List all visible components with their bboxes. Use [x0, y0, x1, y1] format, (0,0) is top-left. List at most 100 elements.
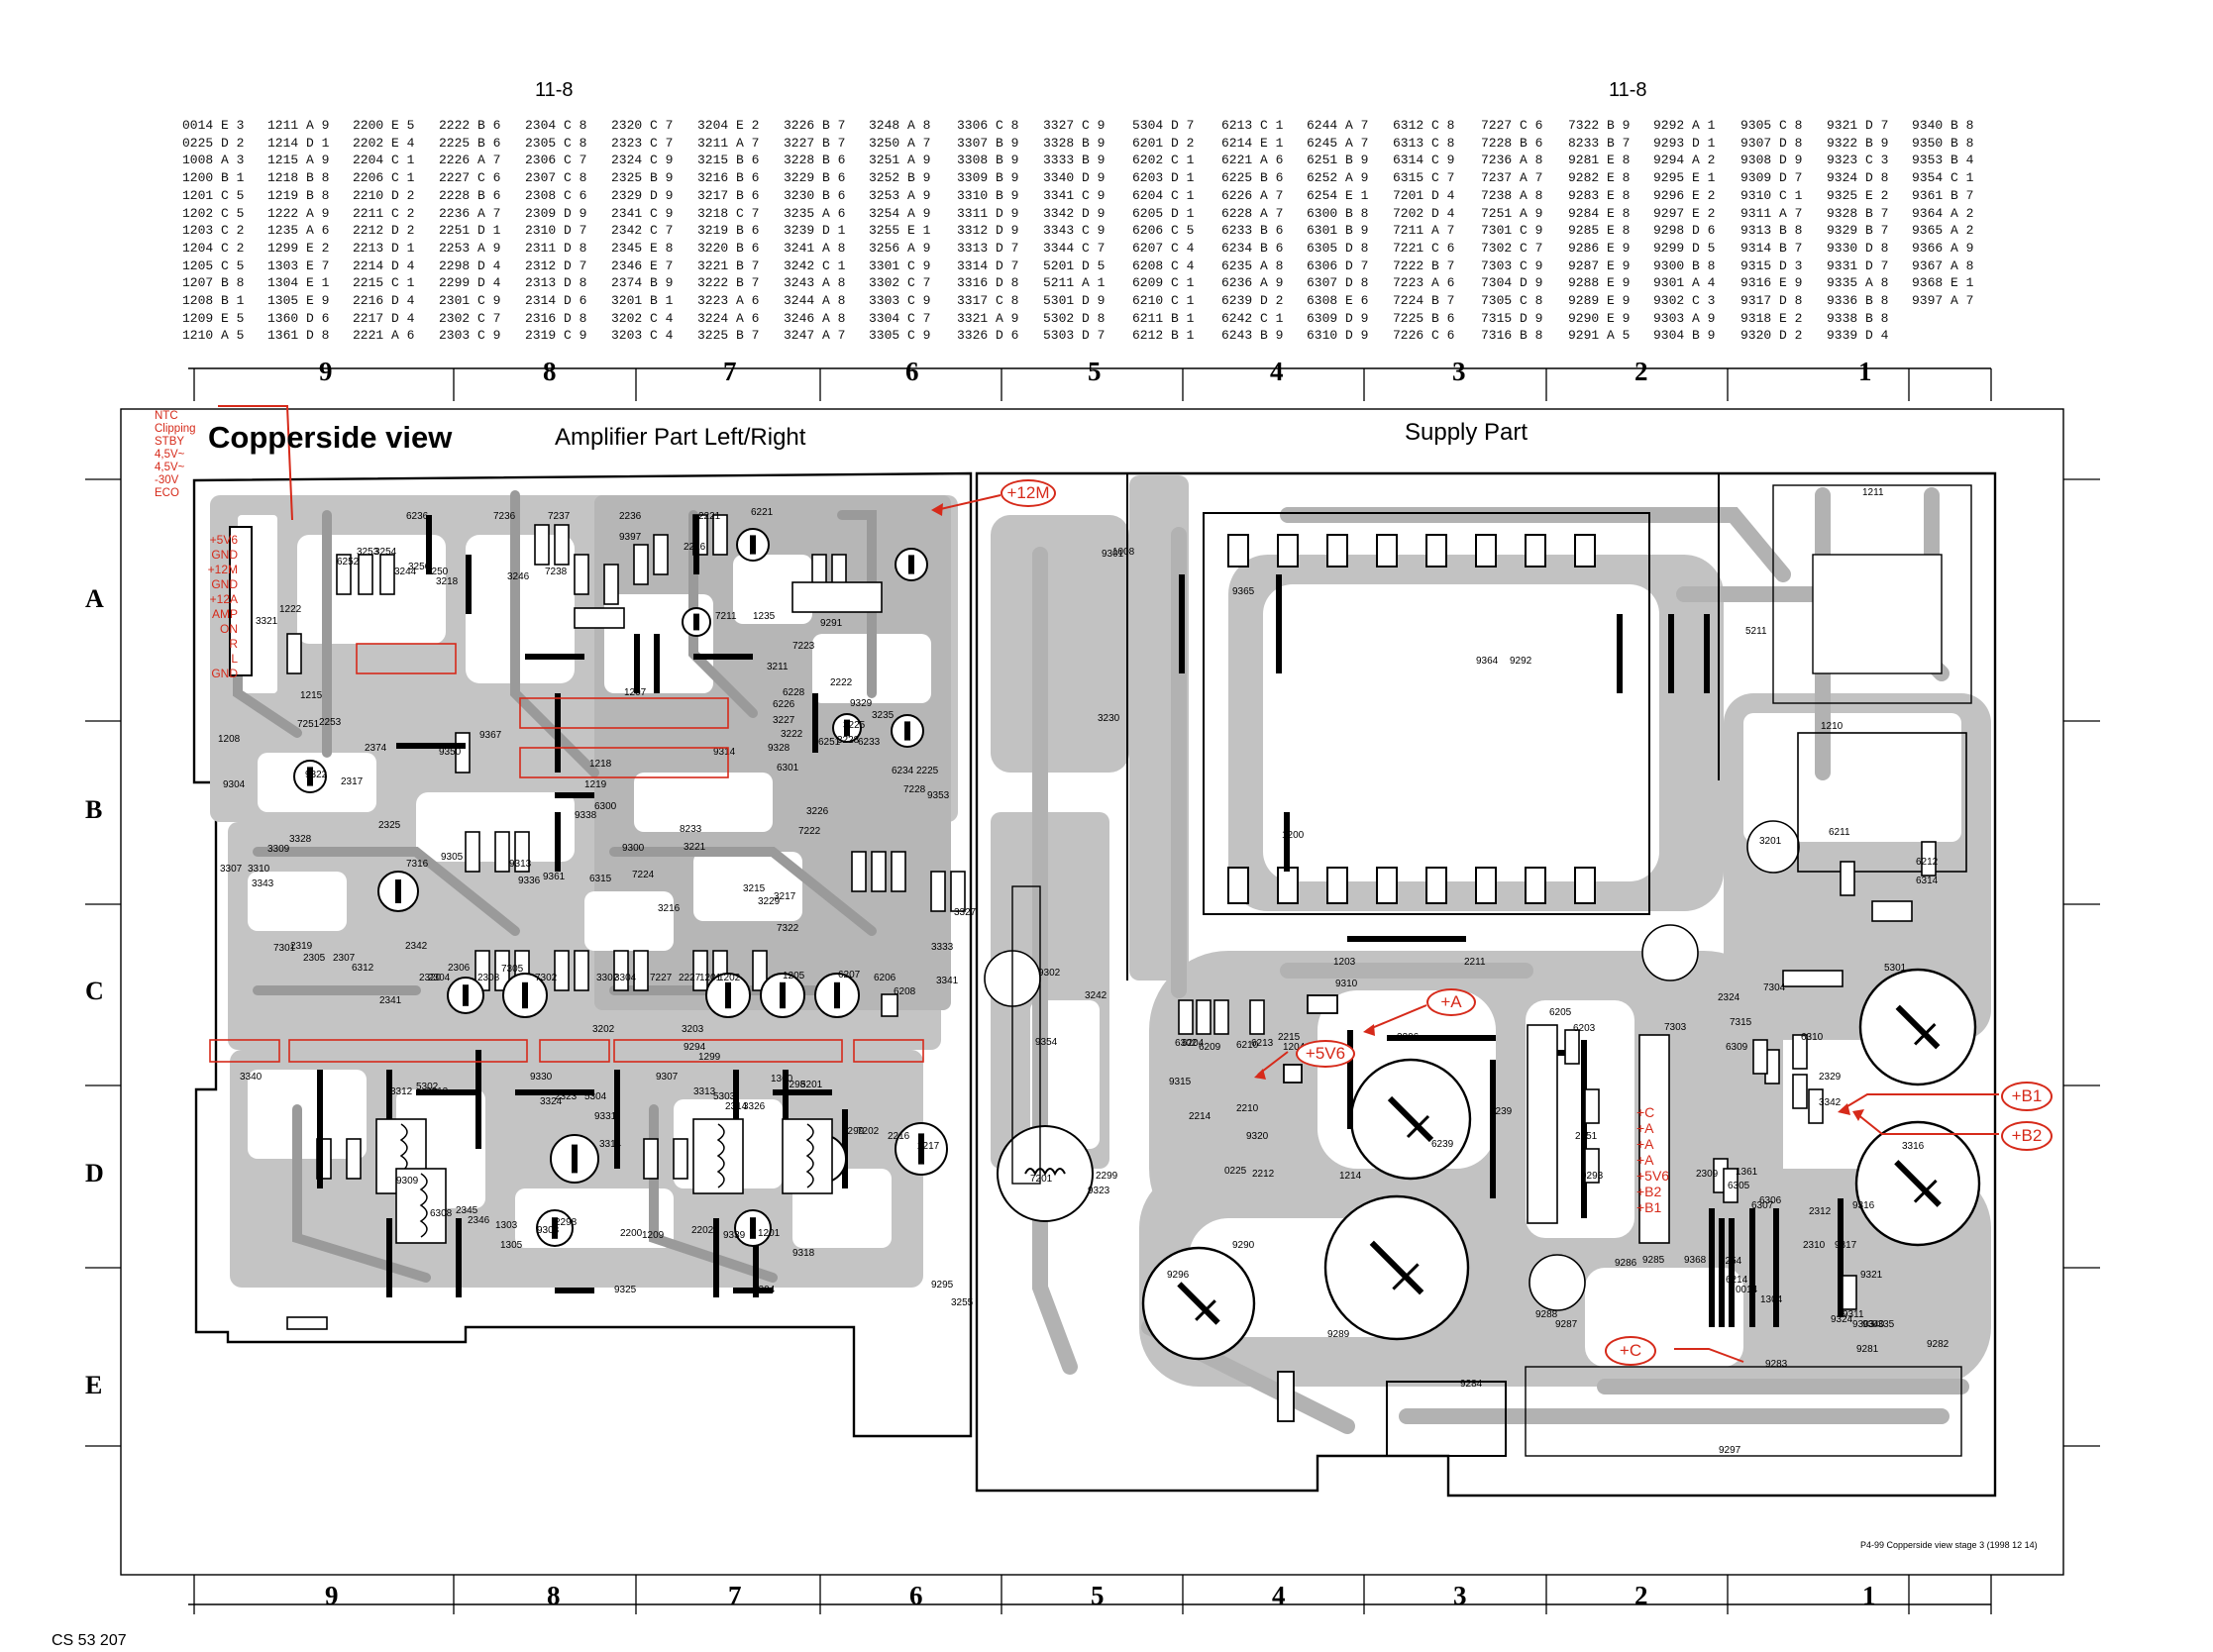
component-label: 1208 [218, 734, 241, 745]
ref-entry: 2299 D 4 [439, 275, 501, 291]
component-label: 2323 [555, 1091, 578, 1102]
ref-entry: 6201 D 2 [1132, 135, 1195, 151]
component-label: 9367 [479, 730, 502, 741]
ref-entry: 7223 A 6 [1393, 275, 1455, 291]
ref-entry: 2211 C 2 [353, 205, 415, 221]
ref-entry: 2216 D 4 [353, 293, 415, 309]
ref-entry: 9316 E 9 [1740, 275, 1803, 291]
ref-entry: 6208 C 4 [1132, 258, 1195, 273]
connector-note: Clipping [155, 423, 196, 435]
ref-entry: 2325 B 9 [611, 170, 674, 186]
component-label: 6307 [1751, 1200, 1774, 1211]
component-label: 1209 [642, 1230, 665, 1241]
supply-side-label: +A [1636, 1136, 1654, 1152]
component-label: 3302 [596, 973, 619, 983]
component-label: 1215 [300, 690, 323, 701]
ref-entry: 9291 A 5 [1568, 328, 1631, 344]
connector-note: -30V [155, 474, 179, 486]
ref-entry: 2251 D 1 [439, 223, 501, 239]
ref-entry: 6306 D 7 [1307, 258, 1369, 273]
ref-entry: 9353 B 4 [1912, 153, 1974, 168]
ref-entry: 7225 B 6 [1393, 310, 1455, 326]
component-label: 9397 [619, 532, 642, 543]
component-label: 3201 [1759, 836, 1782, 847]
ref-entry: 3201 B 1 [611, 293, 674, 309]
ref-entry: 2213 D 1 [353, 240, 415, 256]
component-label: 3310 [248, 864, 270, 875]
ref-entry: 2316 D 8 [525, 310, 587, 326]
ref-entry: 9324 D 8 [1827, 170, 1889, 186]
ref-entry: 3229 B 6 [784, 170, 846, 186]
component-label: 5304 [584, 1091, 607, 1102]
ref-entry: 1304 E 1 [267, 275, 330, 291]
ref-entry: 9364 A 2 [1912, 205, 1974, 221]
component-label: 0225 [1224, 1166, 1247, 1177]
ref-entry: 7222 B 7 [1393, 258, 1455, 273]
ref-entry: 3313 D 7 [957, 240, 1019, 256]
connector-note: NTC [155, 410, 178, 422]
ref-entry: 2305 C 8 [525, 135, 587, 151]
component-label: 6208 [894, 986, 916, 997]
component-label: 2236 [619, 511, 642, 522]
ref-entry: 6225 B 6 [1221, 170, 1284, 186]
ref-entry: 7322 B 9 [1568, 118, 1631, 133]
ref-entry: 5304 D 7 [1132, 118, 1195, 133]
component-label: 6300 [594, 801, 617, 812]
component-label: 7315 [1730, 1017, 1752, 1028]
callout-12m: +12M [1001, 479, 1056, 507]
ref-entry: 2225 B 6 [439, 135, 501, 151]
ref-entry: 3340 D 9 [1043, 170, 1106, 186]
column-number-bottom: 9 [325, 1581, 339, 1610]
ref-entry: 3253 A 9 [869, 187, 931, 203]
component-label: 9353 [927, 790, 950, 801]
component-label: 7202 [857, 1126, 880, 1137]
ref-entry: 7305 C 8 [1481, 293, 1543, 309]
component-label: 9285 [1642, 1255, 1665, 1266]
ref-entry: 3243 A 8 [784, 275, 846, 291]
component-label: 1207 [624, 687, 647, 698]
ref-entry: 1214 D 1 [267, 135, 330, 151]
ref-entry: 1215 A 9 [267, 153, 330, 168]
component-label: 1222 [279, 604, 302, 615]
component-label: 2211 [1464, 957, 1486, 968]
ref-entry: 6305 D 8 [1307, 240, 1369, 256]
ref-entry: 9296 E 2 [1653, 187, 1716, 203]
component-label: 3221 [684, 842, 706, 853]
ref-entry: 9284 E 8 [1568, 205, 1631, 221]
component-label: 9316 [1852, 1200, 1875, 1211]
ref-entry: 3215 B 6 [697, 153, 760, 168]
component-label: 9336 [518, 876, 541, 886]
ref-entry: 2212 D 2 [353, 223, 415, 239]
component-label: 9309 [396, 1176, 419, 1187]
component-label: 6254 [1720, 1256, 1742, 1267]
ref-entry: 6245 A 7 [1307, 135, 1369, 151]
component-label: 6312 [352, 963, 374, 974]
component-label: 6309 [1726, 1042, 1748, 1053]
component-label: 2206 [1397, 1032, 1420, 1043]
component-label: 2216 [888, 1131, 910, 1142]
component-label: 2221 [698, 511, 721, 522]
component-label: 3226 [806, 806, 829, 817]
component-label: 6210 [1236, 1040, 1259, 1051]
amplifier-title: Amplifier Part Left/Right [555, 424, 806, 451]
ref-entry: 1360 D 6 [267, 310, 330, 326]
ref-entry: 2226 A 7 [439, 153, 501, 168]
ref-entry: 6233 B 6 [1221, 223, 1284, 239]
ref-entry: 6309 D 9 [1307, 310, 1369, 326]
component-label: 7211 [715, 611, 737, 622]
ref-entry: 2307 C 8 [525, 170, 587, 186]
component-label: 5302 [416, 1082, 439, 1092]
ref-entry: 2313 D 8 [525, 275, 587, 291]
component-label: 9282 [1927, 1339, 1950, 1350]
ref-entry: 3239 D 1 [784, 223, 846, 239]
ref-entry: 1209 E 5 [182, 310, 245, 326]
component-label: 6205 [1549, 1007, 1572, 1018]
component-label: 3333 [931, 942, 954, 953]
component-label: 9288 [1535, 1309, 1558, 1320]
